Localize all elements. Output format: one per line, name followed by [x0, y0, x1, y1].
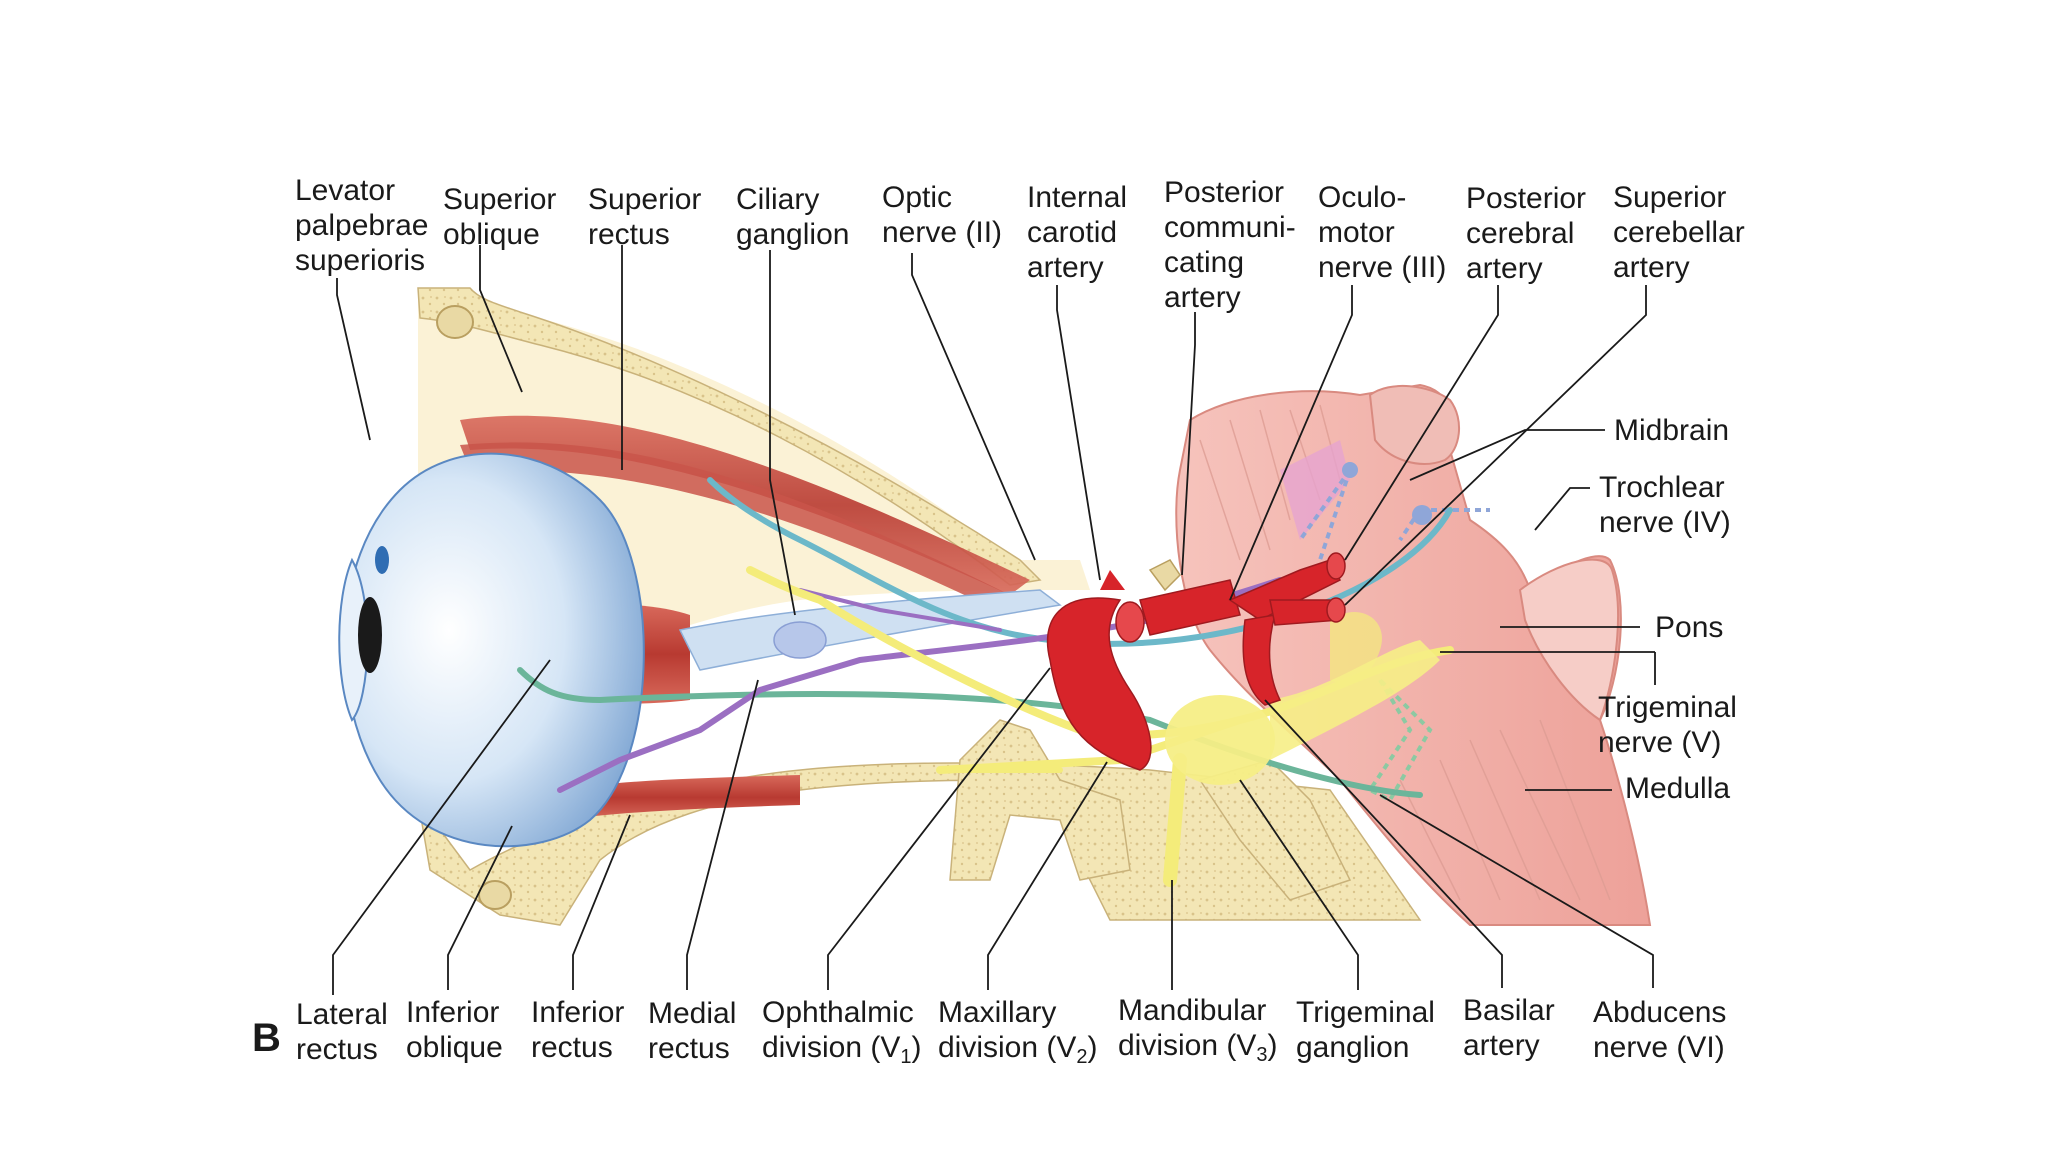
label-line: Lateral: [296, 998, 388, 1031]
label-line: motor: [1318, 216, 1395, 249]
label-line: rectus: [296, 1033, 378, 1066]
label-line: Posterior: [1164, 176, 1285, 209]
label-line: rectus: [588, 218, 670, 251]
label-maxillary-division: Maxillary division (V2): [938, 995, 1098, 1068]
label-line: Oculo-: [1318, 181, 1407, 214]
label-line: Trochlear: [1599, 471, 1725, 504]
label-line: palpebrae: [295, 209, 429, 242]
label-line: Trigeminal: [1598, 691, 1737, 724]
label-line: artery: [1466, 252, 1543, 285]
ciliary-ganglion-shape: [773, 621, 827, 659]
label-line: Inferior: [531, 996, 625, 1029]
label-text: ): [1267, 1029, 1278, 1062]
label-trochlear-nerve: Trochlear nerve (IV): [1599, 470, 1731, 540]
label-superior-rectus: Superior rectus: [588, 182, 701, 252]
label-line: Posterior: [1466, 182, 1587, 215]
label-lateral-rectus: Lateral rectus: [296, 997, 388, 1067]
label-line: cating: [1164, 246, 1245, 279]
label-line: artery: [1164, 281, 1241, 314]
label-line: rectus: [648, 1032, 730, 1065]
label-line: nerve (VI): [1593, 1031, 1725, 1064]
label-line: Levator: [295, 174, 396, 207]
label-line: artery: [1463, 1029, 1540, 1062]
label-line: Inferior: [406, 996, 500, 1029]
label-midbrain: Midbrain: [1614, 414, 1730, 447]
label-internal-carotid-artery: Internal carotid artery: [1027, 180, 1127, 285]
label-line: Superior: [588, 183, 702, 216]
label-line: artery: [1027, 251, 1104, 284]
label-line: nerve (III): [1318, 251, 1447, 284]
label-posterior-cerebral-artery: Posterior cerebral artery: [1466, 181, 1586, 286]
label-line: Ophthalmic: [762, 996, 914, 1029]
leader-lines: [332, 245, 1656, 995]
label-text: ): [911, 1031, 922, 1064]
label-line: Mandibular: [1118, 994, 1267, 1027]
label-ciliary-ganglion: Ciliary ganglion: [736, 182, 849, 252]
label-line: division (V2): [938, 1030, 1098, 1068]
label-medial-rectus: Medial rectus: [648, 996, 736, 1066]
label-abducens-nerve: Abducens nerve (VI): [1593, 995, 1726, 1065]
label-optic-nerve: Optic nerve (II): [882, 180, 1002, 250]
label-line: nerve (IV): [1599, 506, 1731, 539]
label-levator-palpebrae-superioris: Levator palpebrae superioris: [295, 173, 428, 278]
label-text: division (V: [1118, 1029, 1257, 1062]
label-line: nerve (V): [1598, 726, 1722, 759]
label-line: ganglion: [736, 218, 850, 251]
label-subscript: 1: [900, 1046, 912, 1068]
label-line: Internal: [1027, 181, 1128, 214]
label-line: Medial: [648, 997, 737, 1030]
label-superior-cerebellar-artery: Superior cerebellar artery: [1613, 180, 1745, 285]
label-line: Abducens: [1593, 996, 1727, 1029]
label-pons: Pons: [1655, 611, 1724, 644]
label-line: oblique: [443, 218, 540, 251]
label-text: division (V: [762, 1031, 901, 1064]
label-line: division (V1): [762, 1030, 922, 1068]
label-line: communi-: [1164, 211, 1296, 244]
label-text: division (V: [938, 1031, 1077, 1064]
label-inferior-rectus: Inferior rectus: [531, 995, 624, 1065]
label-line: Optic: [882, 181, 953, 214]
label-text: ): [1087, 1031, 1098, 1064]
label-line: artery: [1613, 251, 1690, 284]
trigeminal-root-shape: [1270, 640, 1440, 760]
label-line: nerve (II): [882, 216, 1003, 249]
label-subscript: 2: [1076, 1046, 1088, 1068]
label-line: oblique: [406, 1031, 503, 1064]
label-line: Trigeminal: [1296, 996, 1435, 1029]
label-trigeminal-ganglion: Trigeminal ganglion: [1296, 995, 1435, 1065]
label-line: Superior: [443, 183, 557, 216]
label-line: cerebral: [1466, 217, 1575, 250]
label-line: Ciliary: [736, 183, 820, 216]
eyeball: [338, 452, 645, 848]
label-line: superioris: [295, 244, 426, 277]
label-line: Basilar: [1463, 994, 1555, 1027]
label-inferior-oblique: Inferior oblique: [406, 995, 503, 1065]
label-trigeminal-nerve: Trigeminal nerve (V): [1598, 690, 1737, 760]
label-superior-oblique: Superior oblique: [443, 182, 556, 252]
label-subscript: 3: [1256, 1044, 1268, 1066]
label-medulla: Medulla: [1625, 772, 1731, 805]
arteries: [1046, 552, 1346, 771]
label-line: division (V3): [1118, 1028, 1278, 1066]
label-oculomotor-nerve: Oculo- motor nerve (III): [1318, 180, 1446, 285]
panel-letter: B: [252, 1016, 281, 1060]
label-posterior-communicating-artery: Posterior communi- cating artery: [1164, 175, 1296, 315]
label-mandibular-division: Mandibular division (V3): [1118, 993, 1278, 1066]
label-line: cerebellar: [1613, 216, 1745, 249]
trigeminal-ganglion-shape: [1165, 695, 1275, 785]
label-line: Maxillary: [938, 996, 1057, 1029]
label-line: Superior: [1613, 181, 1727, 214]
label-line: carotid: [1027, 216, 1118, 249]
label-ophthalmic-division: Ophthalmic division (V1): [762, 995, 922, 1068]
label-line: ganglion: [1296, 1031, 1410, 1064]
label-basilar-artery: Basilar artery: [1463, 993, 1555, 1063]
label-line: rectus: [531, 1031, 613, 1064]
